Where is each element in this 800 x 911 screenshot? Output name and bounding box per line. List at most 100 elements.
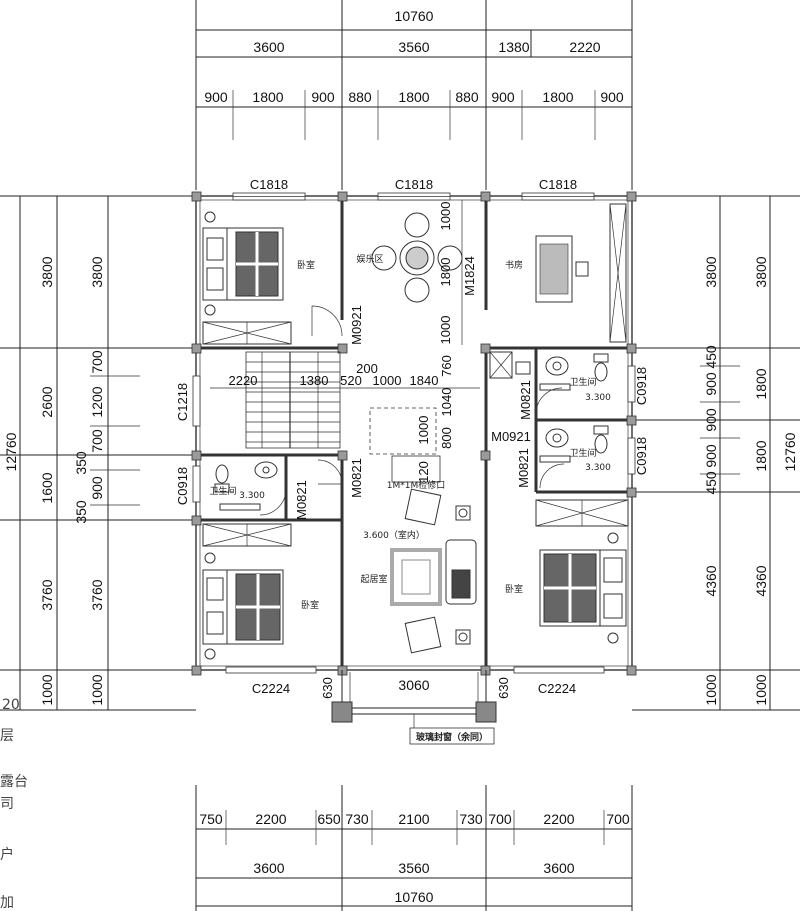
dim-label: 3560 <box>398 860 429 876</box>
dim-label: 3760 <box>39 579 55 610</box>
interior-dim: 120 <box>416 461 431 483</box>
dim-label: 700 <box>89 350 105 374</box>
room-label: 卧室 <box>505 583 523 595</box>
entertainment-area: 娱乐区 1000 1800 1000 M1824 <box>356 200 477 345</box>
sidebar-fragments: 20 层 露台 司 户 加 <box>0 697 28 911</box>
dim-label: 700 <box>89 429 105 453</box>
door-label: M0921 <box>491 429 531 444</box>
dim-label: 2200 <box>543 811 574 827</box>
dim-label: 1000 <box>753 674 769 705</box>
dim-label: 900 <box>89 476 105 500</box>
dim-left-inner: 3800 700 1200 700 350 900 350 3760 1000 <box>73 256 105 705</box>
dim-label: 1800 <box>252 89 283 105</box>
side-window-labels: C1218 C0918 C0918 C0918 <box>175 367 649 505</box>
sidebar-fragment: 户 <box>0 846 14 863</box>
top-dimension-lines <box>195 0 633 190</box>
dim-label: 700 <box>488 811 512 827</box>
dim-bottom-row2: 3600 3560 3600 <box>253 860 574 876</box>
bedroom-top-left: 卧室 M0921 <box>202 211 364 345</box>
interior-dim: 2220 <box>229 373 258 388</box>
dim-label: 3600 <box>543 860 574 876</box>
bottom-window-labels: C2224 C2224 630 3060 630 <box>252 677 576 699</box>
bay-dim: 3060 <box>398 677 429 693</box>
sidebar-fragment: 层 <box>0 728 14 744</box>
dim-label: 4360 <box>753 565 769 596</box>
interior-dim: 760 <box>439 355 454 377</box>
dim-left-total: 12760 <box>3 432 19 471</box>
bottom-windows <box>225 666 605 723</box>
interior-dims-row: 2220 1380 520 1000 1840 200 760 1040 100… <box>210 355 480 483</box>
dim-bottom-row1: 750 2200 650 730 2100 730 700 2200 700 <box>199 811 630 827</box>
dim-label: 900 <box>491 89 515 105</box>
window-label: C0918 <box>634 367 649 405</box>
dim-label: 3600 <box>253 39 284 55</box>
dim-label: 3600 <box>253 860 284 876</box>
dim-label: 2600 <box>39 386 55 417</box>
dim-label: 3560 <box>398 39 429 55</box>
study-room: 书房 <box>505 203 627 343</box>
dim-label: 450 <box>703 471 719 495</box>
dim-label: 450 <box>703 345 719 369</box>
sidebar-fragment: 20 <box>2 697 20 713</box>
level-label: 3.300 <box>585 393 611 403</box>
glass-note: 玻璃封窗（余同） <box>409 714 495 745</box>
dim-label: 750 <box>199 811 223 827</box>
room-label: 起居室 <box>360 573 387 585</box>
window-label: C1818 <box>395 177 433 192</box>
door-label: M1824 <box>462 256 477 296</box>
left-dimension-lines <box>0 195 196 711</box>
side-windows <box>192 365 636 503</box>
window-label: C0918 <box>634 437 649 475</box>
door-label: M0821 <box>349 458 364 498</box>
interior-dim: 800 <box>439 427 454 449</box>
level-label: 3.300 <box>585 463 611 473</box>
dim-label: 1200 <box>89 386 105 417</box>
dim-label: 3800 <box>89 256 105 287</box>
dim-label: 900 <box>311 89 335 105</box>
dim-label: 1380 <box>498 39 529 55</box>
dim-label: 4360 <box>703 565 719 596</box>
dim-label: 350 <box>73 500 89 524</box>
room-label: 卧室 <box>297 259 315 271</box>
hall-dashed: 1M*1M检修口 <box>369 407 445 491</box>
dim-right-inner: 3800 450 900 900 900 450 4360 1000 <box>703 256 719 705</box>
dim-right-outer: 3800 1800 1800 4360 1000 <box>753 256 769 705</box>
dim-label: 3760 <box>89 579 105 610</box>
window-label: C2224 <box>252 681 290 696</box>
sidebar-fragment: 司 <box>0 796 14 812</box>
interior-dim: 1840 <box>410 373 439 388</box>
glass-note-text: 玻璃封窗（余同） <box>416 731 488 743</box>
room-label: 娱乐区 <box>356 253 383 265</box>
dim-top-row3: 900 1800 900 880 1800 880 900 1800 900 <box>204 89 624 105</box>
dim-label: 3800 <box>39 256 55 287</box>
dim-label: 3800 <box>703 256 719 287</box>
level-label: 3.600（室内） <box>363 529 425 541</box>
dim-label: 1800 <box>398 89 429 105</box>
sidebar-fragment: 加 <box>0 895 14 911</box>
interior-dim: 520 <box>340 373 362 388</box>
top-window-labels: C1818 C1818 C1818 <box>250 177 577 192</box>
room-label: 卫生间 <box>569 447 596 459</box>
dim-label: 2100 <box>398 811 429 827</box>
bay-dim: 630 <box>496 677 511 699</box>
door-label: M0821 <box>518 380 533 420</box>
dim-label: 880 <box>455 89 479 105</box>
bedroom-right: 卧室 <box>505 499 629 644</box>
dim-label: 1800 <box>753 440 769 471</box>
door-label: M0821 <box>294 480 309 520</box>
room-label: 卧室 <box>301 599 319 611</box>
interior-dim: 1000 <box>438 316 453 345</box>
dim-label: 650 <box>317 811 341 827</box>
interior-dim: 1000 <box>373 373 402 388</box>
dim-label: 700 <box>606 811 630 827</box>
dim-label: 900 <box>703 408 719 432</box>
dim-label: 900 <box>600 89 624 105</box>
window-label: C1818 <box>250 177 288 192</box>
right-dimension-lines <box>632 195 800 711</box>
dim-label: 900 <box>204 89 228 105</box>
dim-top-row2: 3600 3560 1380 2220 <box>253 39 600 55</box>
window-label: C1218 <box>175 383 190 421</box>
dim-label: 3800 <box>753 256 769 287</box>
sidebar-fragment: 露台 <box>0 774 28 790</box>
dim-label: 1800 <box>542 89 573 105</box>
